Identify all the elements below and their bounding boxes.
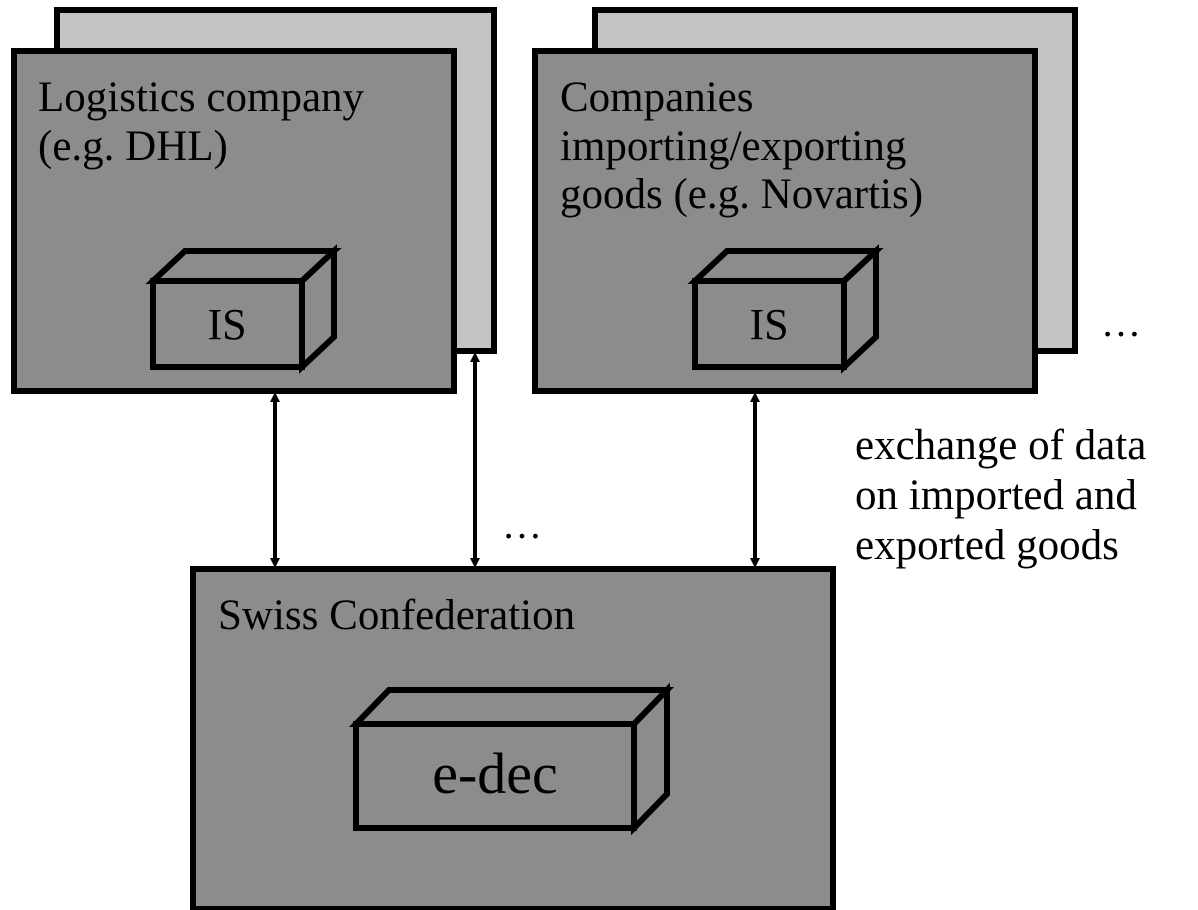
companies-is-cube (687, 244, 884, 374)
companies-is-label: IS (749, 300, 789, 349)
logistics-is-label: IS (207, 300, 247, 349)
edec-label: e-dec (432, 741, 558, 806)
exchange-note: exchange of data on imported and exporte… (855, 422, 1147, 569)
ellipsis-more-companies: … (1101, 300, 1142, 345)
swiss-confederation-title: Swiss Confederation (218, 592, 576, 639)
edec-cube (348, 682, 675, 836)
ellipsis-more-connections: … (502, 502, 543, 547)
logistics-is-cube (145, 244, 342, 374)
companies-title: Companies importing/exporting goods (e.g… (560, 74, 924, 219)
logistics-company-title: Logistics company (e.g. DHL) (38, 74, 365, 170)
